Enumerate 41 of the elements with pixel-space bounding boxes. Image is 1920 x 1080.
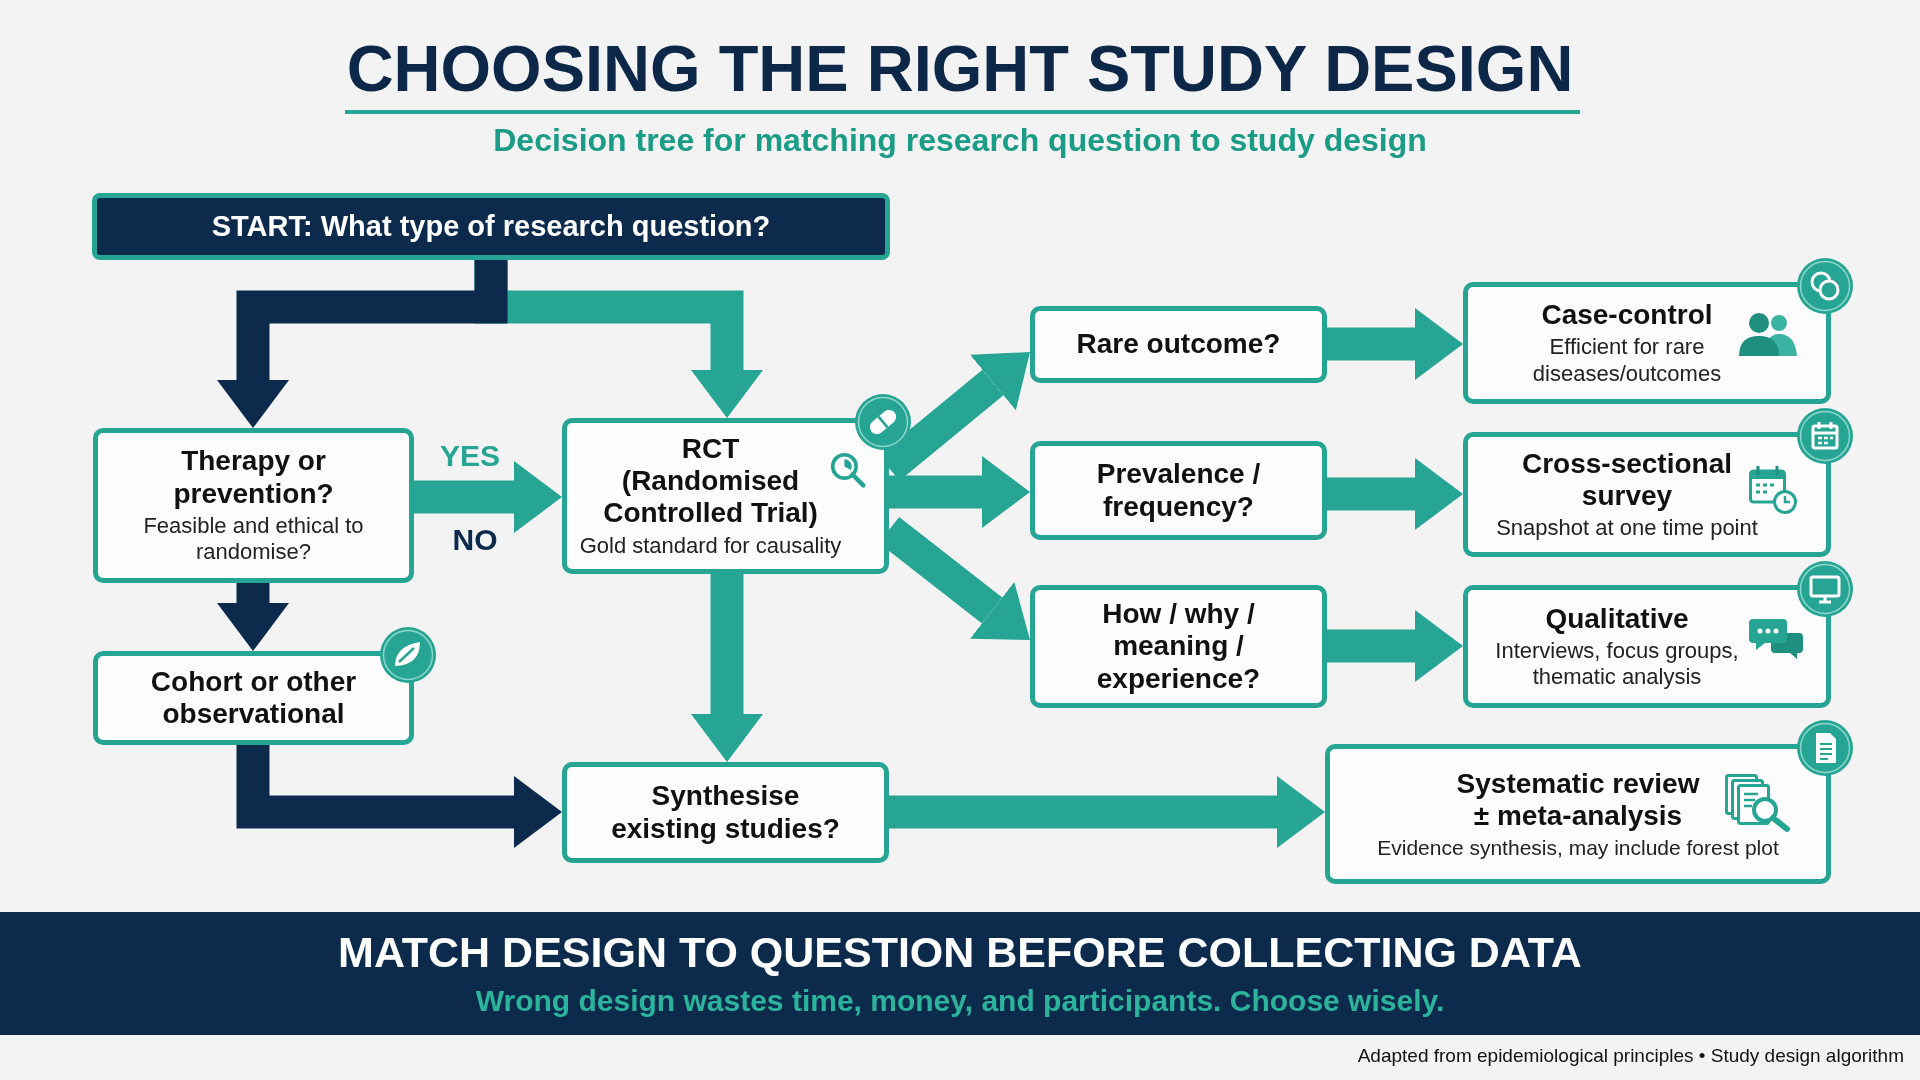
box-heading: Case-control: [1541, 299, 1713, 332]
arrow: [1327, 308, 1463, 380]
question-box: [1030, 306, 1327, 383]
arrow: [691, 574, 763, 762]
question-box: [1030, 441, 1327, 540]
box-heading: Cross-sectional survey: [1520, 447, 1734, 512]
banner-heading: MATCH DESIGN TO QUESTION BEFORE COLLECTING DATA: [338, 927, 1582, 978]
question-box: [1030, 585, 1327, 708]
box-description: Evidence synthesis, may include forest plot: [1377, 835, 1779, 861]
question-box: [562, 762, 889, 863]
footer-banner: [0, 912, 1920, 1035]
arrow: [414, 461, 562, 533]
box-description: Feasible and ethical to randomise?: [142, 512, 365, 566]
arrow: [1327, 610, 1463, 682]
title: CHOOSING THE RIGHT STUDY DESIGN: [346, 33, 1574, 105]
question-text: START: What type of research question?: [211, 209, 771, 244]
box-description: Efficient for rare diseases/outcomes: [1531, 334, 1723, 387]
banner-subtext: Wrong design wastes time, money, and participants. Choose wisely.: [475, 983, 1445, 1020]
start-box: [92, 193, 890, 260]
box-heading: How / why / meaning / experience?: [1095, 598, 1262, 695]
arrow: [889, 776, 1325, 848]
box-description: Gold standard for causality: [579, 532, 842, 559]
arrow: [1327, 458, 1463, 530]
box-heading: Therapy or prevention?: [172, 445, 335, 510]
box-heading: Prevalence / frequency?: [1095, 458, 1262, 523]
box-heading: Systematic review ± meta-analysis: [1455, 767, 1701, 833]
arrow: [889, 456, 1030, 528]
arrow: [217, 260, 508, 428]
box-heading: Qualitative: [1545, 602, 1689, 635]
source-note: Adapted from epidemiological principles • Study design algorithm: [1357, 1045, 1904, 1067]
box-heading: Cohort or other observational: [149, 665, 358, 731]
box-heading: RCT (Randomised Controlled Trial): [602, 433, 819, 530]
box-heading: Synthesise existing studies?: [610, 780, 841, 845]
box-description: Interviews, focus groups, thematic analysis: [1494, 637, 1740, 691]
subtitle: Decision tree for matching research question to study design: [493, 121, 1427, 159]
branch-label: NO: [452, 522, 498, 558]
box-heading: Rare outcome?: [1076, 328, 1281, 361]
box-description: Snapshot at one time point: [1496, 515, 1758, 542]
arrow: [236, 745, 562, 848]
arrow: [217, 583, 289, 651]
question-box: [93, 428, 414, 583]
